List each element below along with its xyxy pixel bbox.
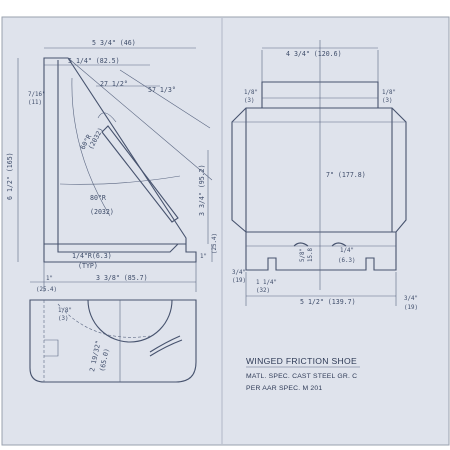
- aar-spec: PER AAR SPEC. M 201: [246, 385, 322, 392]
- plan-center-arc: [87, 299, 173, 343]
- dim-front-bottom-width: 5 1/2" (139.7): [300, 298, 356, 306]
- dim-front-inner-height: 7" (177.8): [326, 171, 366, 179]
- plan-wing-curve: [149, 335, 181, 353]
- side-view: 5 3/4" (46) 5 1/4" (82.5) 27 1/2° 57 1/3…: [6, 39, 218, 293]
- dim-lug-right-mm: (3): [382, 98, 392, 104]
- dim-angle-right: 57 1/3°: [148, 86, 176, 94]
- dim-right-height: 3 3/4" (95.2): [198, 164, 206, 216]
- dim-top-width: 5 3/4" (46): [92, 39, 136, 47]
- front-slot-top-b: [331, 242, 347, 247]
- dim-angle-top: 27 1/2°: [100, 80, 128, 88]
- radius-arc-upper: [71, 77, 111, 217]
- dim-lug-right: 1/8": [382, 90, 396, 96]
- dim-edge-right-mm: (19): [404, 305, 418, 311]
- dim-left-offset: 7/16": [28, 92, 45, 98]
- side-view-outline: [43, 57, 197, 263]
- dim-edge-left-mm: (19): [232, 278, 246, 284]
- dim-radius-lower: 80"R: [90, 194, 106, 202]
- dim-step-left-mm: (32): [256, 288, 270, 294]
- slot-end: [97, 112, 117, 123]
- side-view-base-step: [57, 243, 179, 253]
- angle-line-a: [67, 57, 213, 181]
- dim-plan-lug: 1/8": [58, 308, 72, 314]
- front-body-outline: [231, 107, 407, 233]
- dim-lug-left-mm: (3): [244, 98, 254, 104]
- drawing-title: WINGED FRICTION SHOE: [246, 356, 357, 366]
- dim-bottom-left: 1": [46, 276, 53, 282]
- plan-wing-curve-inner: [149, 339, 183, 357]
- dim-slot-width-mm: (6.3): [338, 258, 355, 264]
- dim-slot-width: 1/4": [340, 248, 354, 254]
- plan-lug: [44, 339, 59, 357]
- dim-upper-width: 5 1/4" (82.5): [68, 57, 120, 65]
- plan-hidden-arc: [57, 303, 151, 338]
- dim-slot-depth: 5/8": [300, 248, 306, 262]
- dim-bottom-width: 3 3/8" (85.7): [96, 274, 148, 282]
- dim-edge-left: 3/4": [232, 270, 246, 276]
- dim-front-top-width: 4 3/4" (120.6): [286, 50, 342, 58]
- dim-base-height: 1": [200, 254, 207, 260]
- dim-step-left: 1 1/4": [256, 280, 277, 286]
- angle-line-b: [119, 69, 211, 129]
- front-base-outline: [245, 232, 397, 271]
- paper-sheet: [1, 16, 450, 446]
- wear-slot: [101, 125, 179, 223]
- dim-radius-lower-mm: (2032): [90, 208, 114, 216]
- dim-corner-radius-note: (TYP): [78, 262, 98, 270]
- dim-lug-left: 1/8": [244, 90, 258, 96]
- dim-bottom-left-mm: (25.4): [36, 287, 57, 293]
- title-block: WINGED FRICTION SHOE MATL. SPEC. CAST ST…: [246, 356, 360, 392]
- material-spec: MATL. SPEC. CAST STEEL GR. C: [246, 373, 357, 380]
- radius-arc-lower: [59, 175, 181, 185]
- plan-view: 1/8" (3) 2 19/32" (65.0): [29, 299, 197, 383]
- dim-slot-depth-mm: 15.8: [308, 248, 314, 262]
- plan-view-outline: [29, 299, 197, 383]
- dim-left-offset-mm: (11): [28, 100, 42, 106]
- dim-edge-right: 3/4": [404, 296, 418, 302]
- dim-base-height-mm: (25.4): [212, 233, 218, 254]
- dim-plan-lug-mm: (3): [58, 316, 68, 322]
- dim-overall-height: 6 1/2" (165): [6, 152, 14, 200]
- front-slot-top-a: [293, 242, 309, 247]
- front-view: 4 3/4" (120.6) 1/8" (3) 1/8" (3) 7" (177…: [231, 40, 418, 311]
- dim-corner-radius: 1/4"R(6.3): [72, 252, 112, 260]
